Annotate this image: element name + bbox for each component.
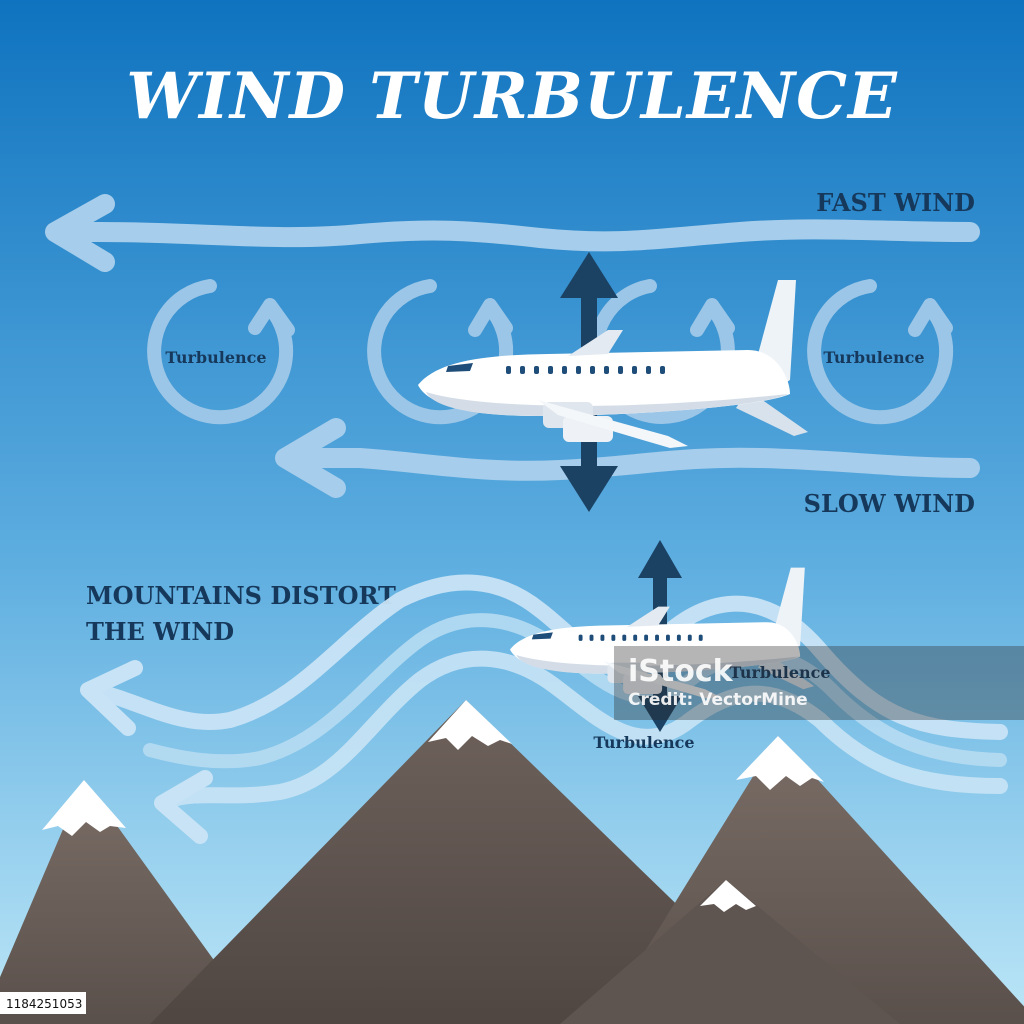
- mountain-left: [0, 780, 260, 1024]
- slow-wind-arrow: [275, 418, 980, 498]
- distorted-wind-arrowhead-1: [80, 660, 143, 736]
- turbulence-label-lower-right: Turbulence: [729, 663, 830, 682]
- distorted-wind-arrowhead-2: [154, 770, 213, 844]
- watermark: iStock Credit: VectorMine: [614, 646, 1024, 720]
- mountain-center: [150, 700, 800, 1024]
- page-title: WIND TURBULENCE: [126, 59, 898, 134]
- mountains-label-line2: THE WIND: [86, 617, 234, 646]
- watermark-credit: Credit: VectorMine: [628, 690, 808, 710]
- turbulence-label-lower-center: Turbulence: [593, 733, 694, 752]
- turbulence-swirl-4: [807, 279, 954, 425]
- turbulence-label-right: Turbulence: [823, 348, 924, 367]
- fast-wind-arrow: [45, 194, 980, 272]
- turbulence-swirl-1: [147, 279, 295, 425]
- slow-wind-label: SLOW WIND: [804, 489, 975, 518]
- turbulence-label-left: Turbulence: [165, 348, 266, 367]
- stock-id: 1184251053: [6, 997, 82, 1011]
- distorted-wind-stream-2: [162, 650, 1008, 808]
- fast-wind-label: FAST WIND: [816, 188, 975, 217]
- distorted-wind-stream-1: [82, 574, 1008, 740]
- stock-id-box: [0, 992, 86, 1014]
- mountain-small: [560, 880, 900, 1024]
- watermark-brand: iStock: [628, 654, 734, 689]
- mountains-label-line1: MOUNTAINS DISTORT: [86, 581, 396, 610]
